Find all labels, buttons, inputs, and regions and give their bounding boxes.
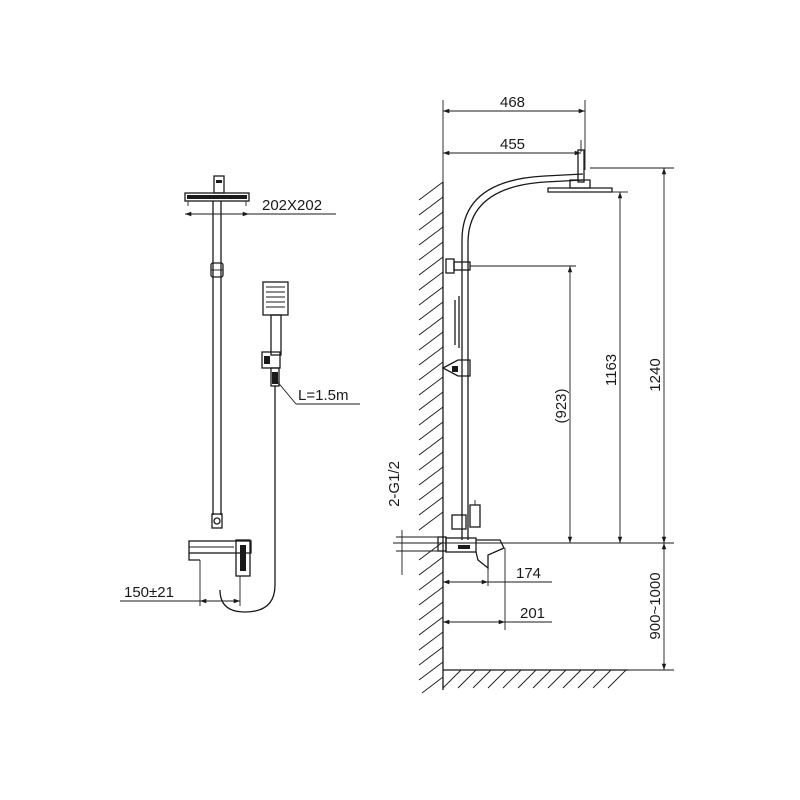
side-view: 468 455 1240 1163 (923) [386, 94, 674, 694]
side-mixer [437, 500, 505, 570]
hand-shower [261, 281, 289, 387]
width-inner-label: 455 [500, 136, 525, 153]
wall [418, 181, 444, 694]
install-height-label: 900~1000 [647, 572, 664, 639]
hose [219, 386, 276, 613]
height-total-label: 1240 [647, 358, 664, 391]
floor [442, 669, 628, 689]
install-height-dimension: 900~1000 [628, 543, 674, 671]
width-outer-dimension: 468 [442, 94, 586, 182]
riser-pipe [210, 201, 224, 529]
head-size-label: 202X202 [262, 197, 322, 214]
height-total-dimension: 1240 [590, 167, 674, 543]
slide-holder [441, 359, 471, 377]
hose-length-label: L=1.5m [298, 387, 348, 404]
mixer-valve [188, 539, 252, 577]
rain-shower-head [184, 175, 250, 206]
side-riser [454, 173, 584, 540]
connection-dimension: 2-G1/2 [386, 461, 438, 575]
wall-bracket [445, 258, 471, 274]
height-bracket-label: (923) [553, 388, 570, 423]
hose-length-callout: L=1.5m [275, 379, 360, 405]
head-size-dimension: 202X202 [185, 197, 336, 217]
depth-mixer-dimension: 174 [443, 565, 552, 586]
connection-label: 2-G1/2 [386, 461, 403, 507]
depth-spout-dimension: 201 [443, 548, 552, 630]
spout-offset-dimension: 150±21 [120, 560, 241, 606]
spout-offset-label: 150±21 [124, 584, 174, 601]
side-rain-head [547, 149, 613, 193]
height-head-dimension: 1163 [603, 191, 628, 543]
width-outer-label: 468 [500, 94, 525, 111]
height-head-label: 1163 [603, 354, 620, 386]
height-bracket-dimension: (923) [470, 265, 576, 543]
depth-mixer-label: 174 [516, 565, 541, 582]
front-view: 202X202 [120, 175, 360, 613]
depth-spout-label: 201 [520, 605, 545, 622]
width-inner-dimension: 455 [443, 136, 582, 156]
